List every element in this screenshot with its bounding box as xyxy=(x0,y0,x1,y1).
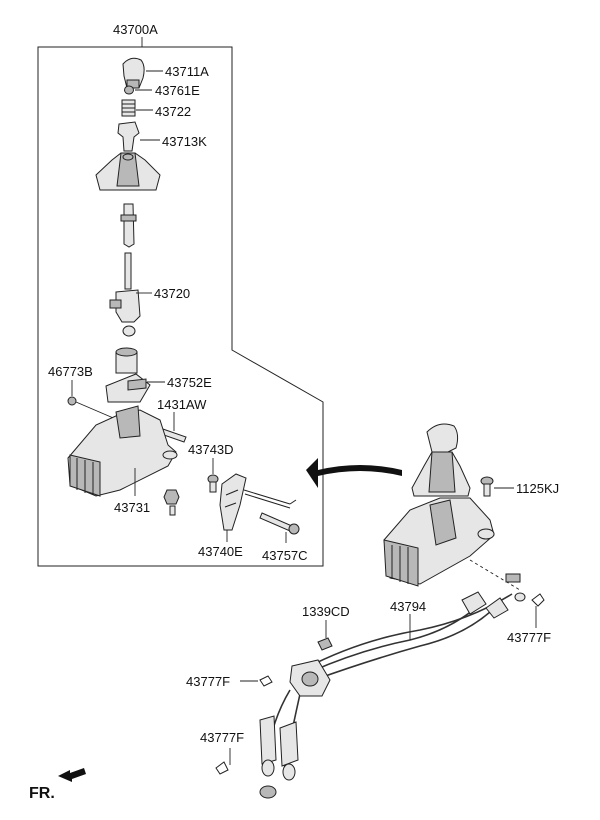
clip-43777f-left-upper xyxy=(259,675,273,687)
label-43777f-right: 43777F xyxy=(507,630,551,645)
label-43761e: 43761E xyxy=(155,83,200,98)
front-orientation-label: FR. xyxy=(29,785,55,802)
label-43777f-left-lower: 43777F xyxy=(200,730,244,745)
label-1339cd: 1339CD xyxy=(302,604,350,619)
shift-cable xyxy=(259,573,526,799)
front-arrow-icon xyxy=(58,768,86,782)
guide-43752e xyxy=(105,373,151,403)
label-46773b: 46773B xyxy=(48,364,93,379)
label-1431aw: 1431AW xyxy=(157,397,207,412)
clip-43713k xyxy=(117,121,140,152)
assembly-frame xyxy=(37,46,324,567)
label-43731: 43731 xyxy=(114,500,150,515)
assembled-shifter xyxy=(383,423,495,587)
nut-46773b xyxy=(67,396,77,406)
label-43720: 43720 xyxy=(154,286,190,301)
label-1125kj: 1125KJ xyxy=(516,481,559,496)
label-43794: 43794 xyxy=(390,599,426,614)
nut-1339cd xyxy=(317,637,333,651)
shift-knob xyxy=(122,57,145,89)
bolt-43743d xyxy=(207,474,219,493)
pointer-arrow xyxy=(306,458,402,488)
label-43777f-left-upper: 43777F xyxy=(186,674,230,689)
shift-boot xyxy=(95,152,161,191)
nut-lower xyxy=(163,489,180,516)
bracket-43740e xyxy=(219,473,297,531)
clip-43777f-left-lower xyxy=(215,761,229,775)
label-43757c: 43757C xyxy=(262,548,308,563)
shifter-base xyxy=(67,405,178,497)
label-43722: 43722 xyxy=(155,104,191,119)
clip-43777f-right xyxy=(531,593,545,607)
label-43700a: 43700A xyxy=(113,22,158,37)
shift-lever xyxy=(109,203,141,337)
label-43740e: 43740E xyxy=(198,544,243,559)
spring xyxy=(121,99,136,117)
bushing xyxy=(115,347,138,374)
label-43743d: 43743D xyxy=(188,442,234,457)
ring-43761e xyxy=(124,85,134,95)
label-43713k: 43713K xyxy=(162,134,207,149)
pin-43757c xyxy=(259,512,300,535)
bolt-1125kj xyxy=(480,476,494,497)
label-43752e: 43752E xyxy=(167,375,212,390)
label-43711a: 43711A xyxy=(165,64,209,79)
